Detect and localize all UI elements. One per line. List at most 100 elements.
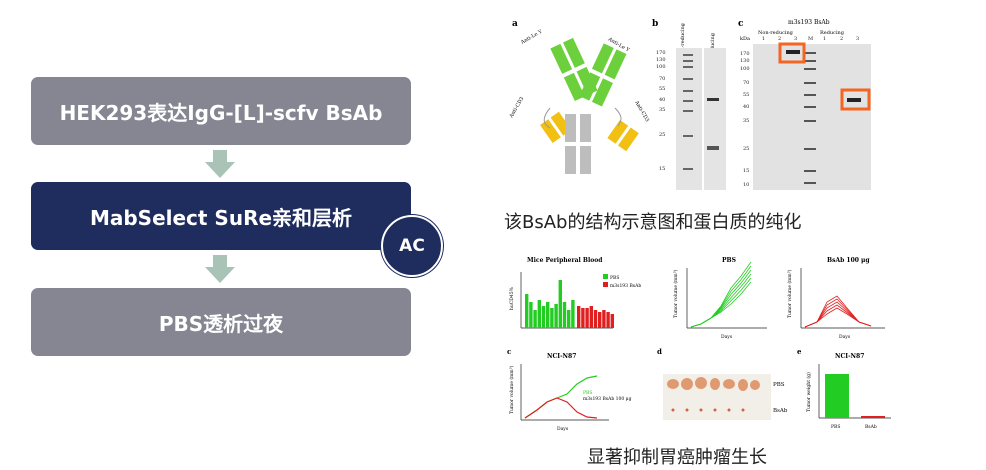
svg-text:25: 25 (743, 146, 749, 152)
svg-text:Non-reducing: Non-reducing (680, 22, 686, 58)
svg-text:1: 1 (762, 36, 765, 42)
bar (533, 310, 537, 328)
svg-text:m3s193 BsAb 100 μg: m3s193 BsAb 100 μg (583, 396, 632, 402)
top-figure-caption: 该BsAb的结构示意图和蛋白质的纯化 (504, 212, 802, 233)
bar (554, 304, 558, 328)
svg-text:c: c (507, 347, 511, 356)
step-dialysis-label: PBS透析过夜 (158, 311, 284, 336)
bar (562, 302, 567, 328)
svg-text:huCD45%: huCD45% (509, 286, 515, 310)
panel-b-label: b (652, 19, 658, 29)
svg-text:170: 170 (740, 51, 750, 57)
tumor-inhibition-figure: Mice Peripheral Blood huCD45% PBS m3s193… (507, 257, 891, 432)
bar (571, 300, 575, 328)
svg-text:PBS: PBS (610, 275, 619, 281)
bar (593, 310, 598, 328)
svg-text:BsAb 100 μg: BsAb 100 μg (827, 257, 870, 264)
svg-text:55: 55 (743, 92, 749, 98)
svg-text:m3s193 BsAb: m3s193 BsAb (788, 19, 830, 26)
bar (546, 302, 550, 328)
structure-purification-figure: a Anti-Le Y Anti-Le (508, 19, 871, 190)
bar (567, 310, 571, 328)
svg-text:40: 40 (659, 97, 665, 103)
bar (598, 312, 602, 328)
svg-text:170: 170 (656, 50, 666, 56)
bar (581, 308, 585, 328)
svg-text:Anti-CD3: Anti-CD3 (633, 99, 650, 123)
svg-text:Non-reducing: Non-reducing (758, 30, 794, 36)
step-expression: HEK293表达IgG-[L]-scfv BsAb (31, 77, 411, 145)
svg-text:Anti-Le Y: Anti-Le Y (519, 29, 544, 47)
growth-line (804, 295, 872, 328)
svg-text:130: 130 (656, 57, 666, 63)
svg-text:e: e (797, 347, 802, 356)
growth-line (690, 261, 752, 328)
svg-text:d: d (657, 347, 662, 356)
svg-text:35: 35 (659, 107, 665, 113)
svg-text:NCI-N87: NCI-N87 (835, 353, 864, 360)
svg-text:PBS: PBS (831, 424, 840, 430)
step-dialysis: PBS透析过夜 (31, 288, 411, 356)
gel-b (676, 48, 726, 190)
bar (541, 306, 546, 328)
svg-text:2: 2 (778, 36, 781, 42)
bar (585, 308, 589, 328)
svg-text:10: 10 (743, 182, 749, 188)
svg-text:35: 35 (743, 118, 749, 124)
bar (525, 294, 529, 328)
bar (606, 312, 610, 328)
svg-text:100: 100 (740, 66, 750, 72)
svg-text:Tumor volume (mm³): Tumor volume (mm³) (672, 269, 679, 318)
bottom-figure-caption: 显著抑制胃癌肿瘤生长 (587, 447, 767, 468)
bar (610, 314, 614, 328)
bar (558, 280, 562, 328)
svg-text:BsAb: BsAb (865, 424, 877, 430)
bar (537, 300, 541, 328)
svg-text:100: 100 (656, 64, 666, 70)
gel-c (753, 44, 871, 190)
ac-badge-label: AC (399, 236, 425, 256)
bar (550, 308, 554, 328)
panel-c-label: c (738, 19, 744, 29)
highlight-box (778, 42, 806, 64)
svg-text:Anti-CD3: Anti-CD3 (508, 96, 525, 120)
svg-text:70: 70 (659, 76, 665, 82)
svg-text:NCI-N87: NCI-N87 (547, 353, 576, 360)
svg-text:M: M (808, 36, 813, 42)
panel-a-label: a (512, 19, 518, 29)
ac-badge: AC (381, 215, 443, 277)
svg-text:Days: Days (557, 426, 569, 432)
svg-text:40: 40 (743, 104, 749, 110)
down-arrow-icon (205, 150, 235, 178)
bar (577, 306, 581, 328)
svg-text:Tumor volume (mm³): Tumor volume (mm³) (786, 269, 793, 318)
svg-text:25: 25 (659, 132, 665, 138)
svg-text:Days: Days (839, 334, 851, 340)
svg-text:Mice Peripheral Blood: Mice Peripheral Blood (527, 257, 603, 264)
svg-text:15: 15 (659, 166, 665, 172)
bar (589, 306, 593, 328)
svg-text:PBS: PBS (583, 390, 592, 396)
bsab-structure: Anti-Le Y Anti-Le Y Anti-CD3 Anti-CD3 (508, 29, 650, 174)
step-expression-label: HEK293表达IgG-[L]-scfv BsAb (59, 100, 383, 125)
svg-text:130: 130 (740, 58, 750, 64)
svg-text:BsAb: BsAb (773, 408, 788, 414)
svg-text:Tumor weight (g): Tumor weight (g) (805, 372, 812, 412)
svg-text:55: 55 (659, 86, 665, 92)
svg-text:kDa: kDa (740, 36, 750, 42)
svg-text:PBS: PBS (773, 382, 785, 388)
svg-text:PBS: PBS (722, 257, 736, 264)
svg-text:1: 1 (823, 36, 826, 42)
svg-text:Reducing: Reducing (820, 30, 845, 36)
step-affinity: MabSelect SuRe亲和层析 (31, 182, 411, 250)
highlight-box (840, 88, 871, 111)
svg-text:3: 3 (794, 36, 797, 42)
weight-bar-bsab (861, 416, 885, 418)
step-affinity-label: MabSelect SuRe亲和层析 (89, 205, 353, 230)
svg-text:15: 15 (743, 168, 749, 174)
svg-text:2: 2 (840, 36, 843, 42)
svg-text:m3s193 BsAb: m3s193 BsAb (610, 283, 641, 289)
down-arrow-icon (205, 255, 235, 283)
svg-text:70: 70 (743, 80, 749, 86)
bar (529, 302, 533, 328)
